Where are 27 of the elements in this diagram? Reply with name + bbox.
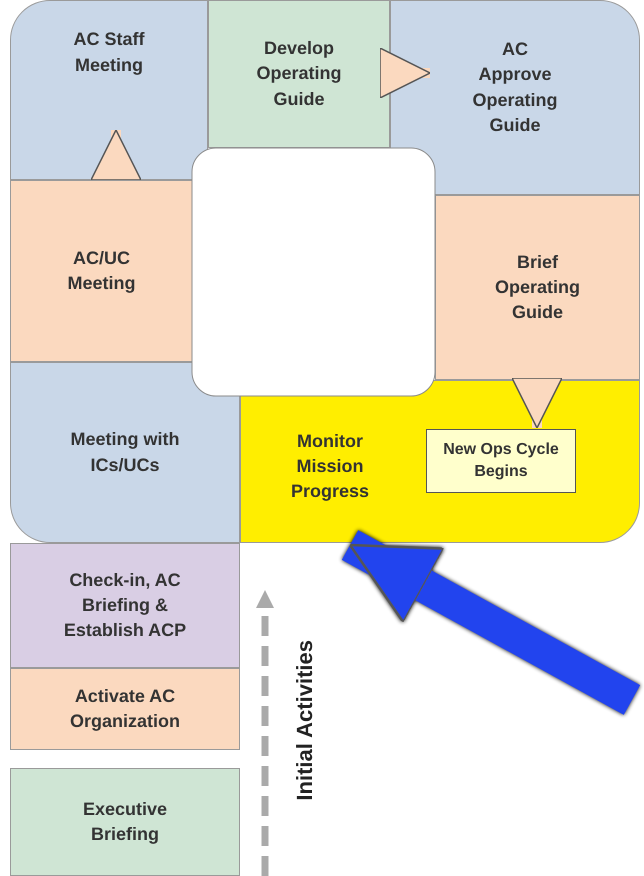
stage-box xyxy=(10,362,240,543)
stage-label: Monitor Mission Progress xyxy=(290,430,370,504)
stage-box xyxy=(10,180,193,362)
stage-box xyxy=(10,543,240,668)
arrow xyxy=(342,530,640,715)
arrow xyxy=(379,47,431,99)
stage-label: AC Staff Meeting xyxy=(72,28,146,77)
arrow xyxy=(511,377,563,429)
stage-box xyxy=(390,0,640,195)
stage-label: Check-in, AC Briefing & Establish ACP xyxy=(62,568,188,642)
stage-label: Activate AC Organization xyxy=(68,684,181,733)
stage-box xyxy=(208,0,390,148)
stage-label: AC/UC Meeting xyxy=(66,246,136,295)
stage-box xyxy=(426,429,576,493)
arrow xyxy=(90,129,142,181)
stage-label: AC Approve Operating Guide xyxy=(471,38,558,137)
stage-label: New Ops Cycle Begins xyxy=(442,440,560,482)
stage-box xyxy=(10,668,240,750)
stage-label: Brief Operating Guide xyxy=(494,250,581,324)
side-label: Initial Activities xyxy=(292,640,318,801)
stage-label: Develop Operating Guide xyxy=(255,37,342,111)
stage-box xyxy=(435,195,640,380)
stage-label: Executive Briefing xyxy=(82,798,168,846)
stage-label: Meeting with ICs/UCs xyxy=(70,428,180,476)
stage-box xyxy=(10,768,240,876)
stage-box xyxy=(10,0,208,180)
stage-box xyxy=(240,380,640,543)
